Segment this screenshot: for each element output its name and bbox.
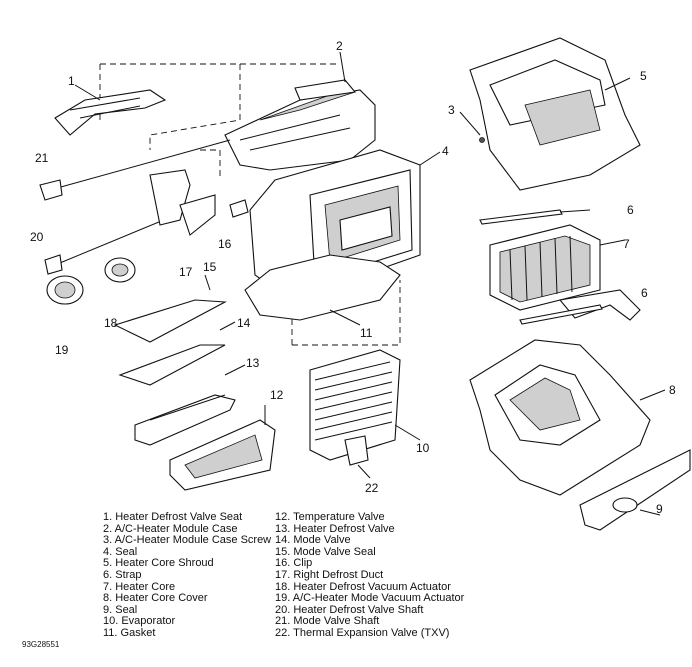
- callout-20: 20: [30, 230, 44, 244]
- callout-13: 13: [246, 356, 260, 370]
- callout-3: 3: [448, 103, 455, 117]
- legend-item: 11. Gasket: [103, 626, 156, 639]
- part-16-clip: [229, 199, 249, 218]
- part-11-gasket: [244, 254, 401, 321]
- legend-item: 4. Seal: [103, 545, 138, 558]
- legend-item: 9. Seal: [103, 603, 138, 616]
- callout-4: 4: [442, 144, 449, 158]
- group-outline-module: [99, 63, 340, 180]
- part-5-heater-core-shroud: [469, 37, 641, 191]
- legend-item: 16. Clip: [275, 557, 313, 570]
- part-21-mode-valve-shaft: [39, 139, 231, 201]
- callout-10: 10: [416, 441, 430, 455]
- legend-item: 20. Heater Defrost Valve Shaft: [275, 603, 424, 616]
- callout-18: 18: [104, 316, 118, 330]
- part-17-right-defrost-duct: [149, 169, 216, 236]
- figure-id: 93G28551: [22, 640, 60, 649]
- part-7-heater-core: [489, 224, 641, 321]
- part-12-temperature-valve: [169, 405, 276, 491]
- legend-item: 5. Heater Core Shroud: [103, 557, 214, 570]
- part-19-mode-vacuum-actuator: [46, 275, 84, 305]
- part-18-defrost-vacuum-actuator: [104, 257, 136, 283]
- part-3-screw-leader: [459, 111, 481, 136]
- part-14-mode-valve: [118, 344, 226, 386]
- callout-22: 22: [365, 481, 379, 495]
- callout-1: 1: [68, 74, 75, 88]
- legend-right: 12. Temperature Valve 13. Heater Defrost…: [275, 511, 465, 640]
- callout-6-top: 6: [627, 203, 634, 217]
- callout-2: 2: [336, 39, 343, 53]
- callout-12: 12: [270, 388, 284, 402]
- callout-6-bottom: 6: [641, 286, 648, 300]
- group-outline-lower: [291, 280, 401, 346]
- part-22-txv: [344, 435, 371, 479]
- legend-item: 18. Heater Defrost Vacuum Actuator: [275, 580, 451, 593]
- callout-11: 11: [360, 326, 373, 340]
- legend-item: 8. Heater Core Cover: [103, 592, 208, 605]
- legend-item: 22. Thermal Expansion Valve (TXV): [275, 626, 450, 639]
- callout-16: 16: [218, 237, 232, 251]
- part-10-evaporator: [309, 349, 421, 461]
- callout-21: 21: [35, 151, 49, 165]
- part-15-mode-valve-seal: [113, 299, 227, 343]
- legend-item: 7. Heater Core: [103, 580, 176, 593]
- legend-left: 1. Heater Defrost Valve Seat 2. A/C-Heat…: [103, 511, 272, 640]
- legend-item: 21. Mode Valve Shaft: [275, 615, 380, 628]
- callout-19: 19: [55, 343, 69, 357]
- part-3-screw: [479, 137, 485, 143]
- legend-item: 14. Mode Valve: [275, 534, 351, 547]
- part-8-heater-core-cover: [469, 339, 666, 496]
- callout-15: 15: [203, 260, 217, 274]
- callout-8: 8: [669, 383, 676, 397]
- legend-item: 2. A/C-Heater Module Case: [103, 522, 238, 535]
- callout-7: 7: [623, 237, 630, 251]
- part-13-heater-defrost-valve: [134, 364, 246, 446]
- legend-item: 17. Right Defrost Duct: [275, 568, 384, 581]
- legend-item: 6. Strap: [103, 568, 142, 581]
- legend-item: 19. A/C-Heater Mode Vacuum Actuator: [275, 592, 465, 605]
- legend-item: 10. Evaporator: [103, 615, 176, 628]
- legend-item: 1. Heater Defrost Valve Seat: [103, 511, 243, 523]
- legend-item: 3. A/C-Heater Module Case Screw: [103, 534, 272, 547]
- callout-14: 14: [237, 316, 251, 330]
- part-2-module-case: [224, 51, 376, 171]
- legend-item: 15. Mode Valve Seal: [275, 545, 376, 558]
- legend-item: 12. Temperature Valve: [275, 511, 385, 523]
- legend-item: 13. Heater Defrost Valve: [275, 522, 395, 535]
- part-9-seal: [579, 449, 691, 531]
- callout-9: 9: [656, 502, 663, 516]
- callout-17: 17: [179, 265, 193, 279]
- callout-5: 5: [640, 69, 647, 83]
- part-1-defrost-valve-seat: [54, 84, 167, 136]
- part-6-strap-top: [479, 209, 563, 225]
- part-6-strap-bottom: [519, 304, 603, 325]
